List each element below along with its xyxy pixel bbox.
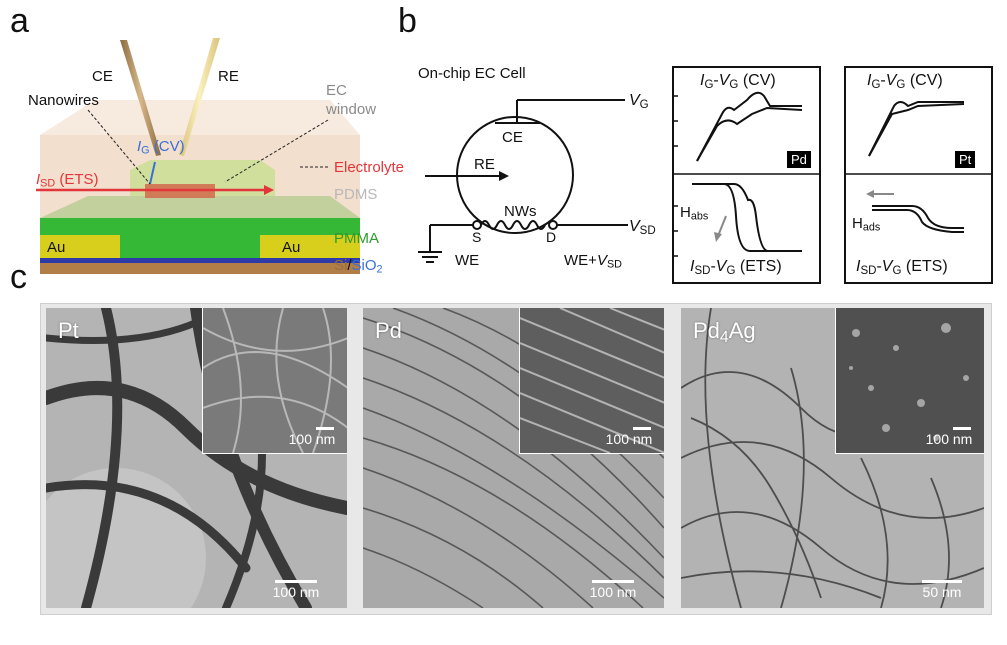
pt-cv-label: IG-VG (CV): [867, 72, 943, 91]
pd-habs-label: Habs: [680, 204, 709, 223]
re-probe: [179, 38, 220, 156]
ec-window-label-2: window: [326, 101, 377, 118]
au-left-label: Au: [47, 239, 66, 256]
ce-circuit-label: CE: [502, 129, 523, 146]
drain-label: D: [546, 229, 557, 245]
pdms-label: PDMS: [334, 186, 378, 203]
isd-ets-label: ISD (ETS): [36, 171, 99, 190]
ec-cell-circuit: [418, 99, 628, 263]
vsd-label: VSD: [629, 218, 656, 237]
pd4ag-inset-texture: [836, 308, 984, 453]
pt-ets-curve: [872, 205, 964, 229]
vg-label: VG: [629, 92, 649, 111]
tem-inset-pt: 100 nm: [202, 308, 347, 454]
ce-label: CE: [92, 68, 113, 85]
tem-label-pd4ag: Pd4Ag: [693, 318, 756, 346]
device-schematic: [36, 38, 360, 274]
ce-probe: [120, 40, 161, 156]
panel-letter-b: b: [398, 2, 417, 40]
au-pad-left: [40, 235, 120, 258]
tem-label-pt: Pt: [58, 318, 79, 343]
scalebar-pd-inset: 100 nm: [599, 427, 659, 447]
we-vsd-label: WE+VSD: [564, 252, 622, 271]
scalebar-pd4ag-inset: 100 nm: [919, 427, 979, 447]
tem-label-pd: Pd: [375, 318, 402, 343]
scalebar-pt-inset: 100 nm: [282, 427, 342, 447]
pt-cv-curve: [868, 101, 964, 157]
ec-window-label-1: EC: [326, 82, 347, 99]
tem-image-pd: Pd 100 nm 100 nm: [363, 308, 664, 608]
ig-cv-label: IG (CV): [137, 138, 185, 157]
pd-ets-curve: [692, 183, 802, 252]
panel-letter-c: c: [10, 258, 27, 296]
nws-label: NWs: [504, 203, 537, 220]
au-pad-right: [260, 235, 360, 258]
pt-hads-label: Hads: [852, 215, 881, 234]
pt-badge: Pt: [955, 151, 976, 168]
pt-ets-label: ISD-VG (ETS): [856, 258, 948, 277]
re-circuit-label: RE: [474, 156, 495, 173]
nanowires-label: Nanowires: [28, 92, 99, 109]
pd-ets-label: ISD-VG (ETS): [690, 258, 782, 277]
tem-image-pd4ag: Pd4Ag 100 nm 50 nm: [681, 308, 984, 608]
si-substrate: [40, 262, 360, 274]
au-right-label: Au: [282, 239, 301, 256]
pd-badge: Pd: [787, 151, 811, 168]
pd-cv-label: IG-VG (CV): [700, 72, 776, 91]
plot-grid: [672, 66, 993, 284]
electrolyte-label: Electrolyte: [334, 159, 405, 176]
source-label: S: [472, 229, 482, 245]
scalebar-pd-main: 100 nm: [578, 580, 648, 600]
tem-inset-pd4ag: 100 nm: [835, 308, 984, 454]
panel-letter-a: a: [10, 2, 29, 40]
tem-image-pt: Pt 100 nm 100 nm: [46, 308, 347, 608]
pd-cv-curve: [696, 91, 802, 162]
pdms-box: [40, 100, 360, 218]
re-label: RE: [218, 68, 239, 85]
scalebar-pt-main: 100 nm: [261, 580, 331, 600]
pmma-label: PMMA: [334, 230, 379, 247]
tem-inset-pd: 100 nm: [519, 308, 664, 454]
scalebar-pd4ag-main: 50 nm: [912, 580, 972, 600]
cell-title: On-chip EC Cell: [418, 65, 526, 82]
si-sio2-label: Si/SiO2: [334, 257, 383, 276]
we-label: WE: [455, 252, 480, 269]
